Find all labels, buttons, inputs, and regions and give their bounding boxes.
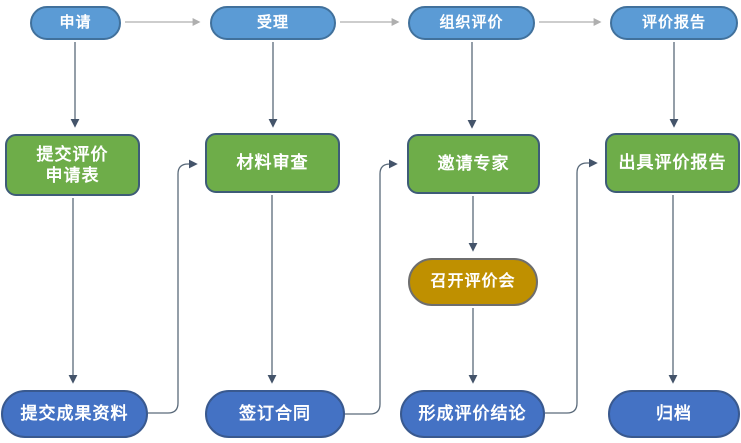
node-sign-contract-label: 签订合同: [239, 404, 311, 424]
node-material-review: 材料审查: [205, 133, 340, 193]
node-apply: 申请: [30, 6, 121, 40]
node-submit-achievement-materials: 提交成果资料: [1, 390, 148, 438]
node-archive: 归档: [608, 390, 740, 438]
node-hold-evaluation-meeting-label: 召开评价会: [430, 273, 516, 290]
node-accept: 受理: [210, 6, 336, 40]
node-hold-evaluation-meeting: 召开评价会: [408, 258, 538, 306]
node-form-evaluation-conclusion-label: 形成评价结论: [418, 404, 527, 424]
node-material-review-label: 材料审查: [236, 153, 309, 173]
edge-materials-review: [148, 159, 198, 414]
node-organize-evaluation: 组织评价: [408, 6, 535, 40]
node-sign-contract: 签订合同: [205, 390, 345, 438]
node-submit-application-form: 提交评价 申请表: [5, 134, 140, 196]
node-archive-label: 归档: [656, 404, 692, 424]
node-submit-application-form-line1: 提交评价: [36, 144, 109, 164]
edge-conclusion-issuereport: [545, 158, 598, 414]
node-invite-experts: 邀请专家: [407, 134, 540, 194]
node-evaluation-report: 评价报告: [610, 6, 738, 40]
node-submit-achievement-materials-label: 提交成果资料: [20, 404, 129, 424]
node-issue-evaluation-report: 出具评价报告: [605, 133, 740, 193]
node-accept-label: 受理: [256, 13, 289, 31]
node-evaluation-report-label: 评价报告: [641, 13, 706, 31]
node-apply-label: 申请: [59, 13, 92, 31]
node-issue-evaluation-report-label: 出具评价报告: [618, 153, 727, 173]
node-organize-evaluation-label: 组织评价: [439, 13, 504, 31]
node-submit-application-form-line2: 申请表: [45, 166, 100, 185]
node-invite-experts-label: 邀请专家: [437, 154, 510, 174]
node-form-evaluation-conclusion: 形成评价结论: [400, 390, 545, 438]
edge-contract-experts: [345, 159, 398, 415]
